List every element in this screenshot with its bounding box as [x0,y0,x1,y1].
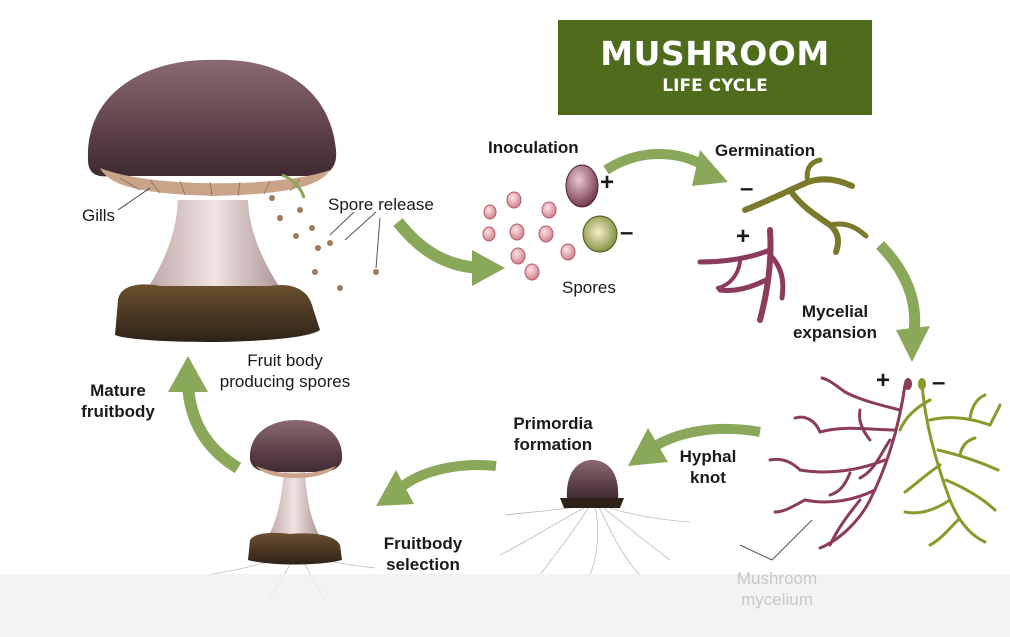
big-mushroom [87,59,337,342]
sign-plus-mycelium: + [876,367,891,394]
minus-spore [582,215,618,253]
label-mycelium-line2: mycelium [741,590,813,609]
bottom-fade-overlay [0,574,1010,637]
label-gills: Gills [82,206,116,225]
label-fruit-body-line2: producing spores [219,372,351,391]
sign-minus-germination: – [740,175,754,202]
sign-minus-inoculation: – [620,219,634,246]
plus-spore [565,164,599,208]
label-spores: Spores [562,278,616,297]
label-mature-line1: Mature [90,381,146,400]
label-primordia-line2: formation [513,435,593,454]
label-germination: Germination [715,141,816,160]
label-selection-line1: Fruitbody [383,534,463,553]
label-mycelial-line1: Mycelial [801,302,869,321]
small-mushroom [204,420,376,601]
sign-minus-mycelium: – [932,369,946,396]
label-spore-release: Spore release [328,195,434,214]
title-sub: LIFE CYCLE [662,76,768,96]
sign-plus-germination: + [736,223,751,250]
released-spores [269,195,379,291]
label-hyphal-line2: knot [690,468,726,487]
label-primordia-line1: Primordia [513,414,593,433]
label-inoculation: Inoculation [488,138,579,157]
label-fruitbody-selection: Fruitbody selection [368,533,478,575]
title-banner: MUSHROOM LIFE CYCLE [558,20,872,115]
label-hyphal-knot: Hyphal knot [668,446,748,488]
label-mushroom-mycelium: Mushroom mycelium [722,568,832,610]
mycelium-network [768,376,1002,550]
sign-plus-inoculation: + [600,169,615,196]
label-selection-line2: selection [386,555,460,574]
primordia [499,460,691,576]
label-hyphal-line1: Hyphal [679,447,737,466]
label-mycelial-expansion: Mycelial expansion [780,301,890,343]
title-main: MUSHROOM [600,34,830,73]
spores-cluster [482,191,576,281]
label-primordia-formation: Primordia formation [498,413,608,455]
germination-hyphae [697,157,869,323]
label-mature-fruitbody: Mature fruitbody [68,380,168,422]
label-fruit-body: Fruit body producing spores [210,350,360,392]
label-mature-line2: fruitbody [81,402,155,421]
label-mycelium-line1: Mushroom [736,569,818,588]
label-mycelial-line2: expansion [792,323,878,342]
label-fruit-body-line1: Fruit body [247,351,323,370]
